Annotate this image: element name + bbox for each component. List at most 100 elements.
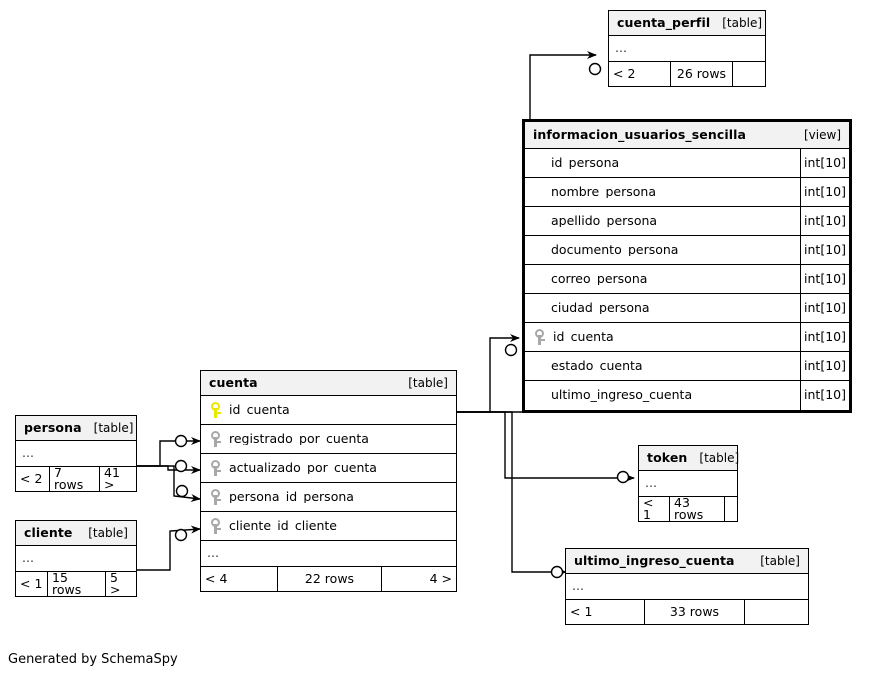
foreign-key-icon	[209, 431, 223, 447]
entity-header: cliente [table]	[16, 521, 136, 546]
entity-footer: < 1 15 rows 5 >	[16, 569, 136, 597]
column-type: int[10]	[800, 149, 849, 177]
column-row[interactable]: persona_id_persona	[201, 483, 456, 512]
primary-key-icon	[209, 402, 223, 418]
column-row[interactable]: correo_persona int[10]	[525, 265, 849, 294]
footer-parents: < 4	[201, 567, 278, 591]
foreign-key-icon	[533, 329, 547, 345]
connector-persona-to-persona-id	[137, 465, 201, 502]
connector-cliente-to-cliente-id	[137, 525, 201, 571]
connector-cuenta-to-ultimo-ingreso	[457, 411, 567, 576]
entity-cuenta[interactable]: cuenta [table] id_cuenta registrado_por_…	[200, 370, 457, 592]
column-name: id_cuenta	[229, 403, 290, 417]
footer-rowcount: 33 rows	[645, 600, 745, 624]
entity-informacion-usuarios-sencilla[interactable]: informacion_usuarios_sencilla [view] id_…	[522, 119, 852, 413]
footer-children: 5 >	[110, 569, 121, 597]
columns-collapsed-indicator[interactable]: ...	[639, 471, 737, 497]
entity-persona[interactable]: persona [table] ... < 2 7 rows 41 >	[15, 415, 137, 492]
footer-children: 41 >	[104, 464, 120, 492]
footer-parents: < 2	[609, 62, 671, 86]
column-row[interactable]: nombre_persona int[10]	[525, 178, 849, 207]
columns-collapsed-indicator[interactable]: ...	[566, 574, 808, 600]
connector-cuenta-to-token	[457, 411, 635, 482]
generated-by-credit: Generated by SchemaSpy	[8, 652, 178, 667]
entity-name: cuenta_perfil	[617, 14, 711, 30]
footer-rowcount: 15 rows	[48, 571, 106, 596]
entity-header: persona [table]	[16, 416, 136, 441]
column-name: nombre_persona	[551, 185, 656, 199]
column-row[interactable]: id_cuenta	[201, 396, 456, 425]
entity-type: [table]	[88, 526, 128, 540]
entity-cuenta-perfil[interactable]: cuenta_perfil [table] ... < 2 26 rows	[608, 10, 766, 87]
column-row[interactable]: apellido_persona int[10]	[525, 207, 849, 236]
column-name: correo_persona	[551, 272, 648, 286]
columns-collapsed-indicator[interactable]: ...	[16, 546, 136, 572]
columns-collapsed-indicator[interactable]: ...	[16, 441, 136, 467]
entity-header: informacion_usuarios_sencilla [view]	[525, 122, 849, 149]
column-row[interactable]: actualizado_por_cuenta	[201, 454, 456, 483]
footer-rowcount: 26 rows	[671, 62, 733, 86]
columns-collapsed-indicator[interactable]: ...	[201, 541, 456, 567]
column-row[interactable]: id_cuenta int[10]	[525, 323, 849, 352]
connector-persona-to-registrado-por	[137, 437, 201, 467]
entity-name: persona	[24, 419, 82, 435]
entity-type: [table]	[408, 376, 448, 390]
column-row[interactable]: estado_cuenta int[10]	[525, 352, 849, 381]
column-name: estado_cuenta	[551, 359, 643, 373]
entity-footer: < 4 22 rows 4 >	[201, 567, 456, 591]
cardinality-zero-markers	[174, 62, 630, 579]
column-row[interactable]: cliente_id_cliente	[201, 512, 456, 541]
entity-ultimo-ingreso-cuenta[interactable]: ultimo_ingreso_cuenta [table] ... < 1 33…	[565, 548, 809, 625]
column-name: apellido_persona	[551, 214, 658, 228]
column-name: ciudad_persona	[551, 301, 650, 315]
entity-cliente[interactable]: cliente [table] ... < 1 15 rows 5 >	[15, 520, 137, 597]
footer-parents: < 1	[566, 600, 645, 624]
footer-children	[733, 62, 765, 86]
foreign-key-icon	[209, 489, 223, 505]
entity-name: token	[647, 449, 688, 465]
entity-footer: < 2 7 rows 41 >	[16, 464, 136, 492]
entity-name: informacion_usuarios_sencilla	[533, 126, 747, 142]
column-type: int[10]	[800, 294, 849, 322]
column-row[interactable]: registrado_por_cuenta	[201, 425, 456, 454]
column-row[interactable]: ciudad_persona int[10]	[525, 294, 849, 323]
footer-rowcount: 7 rows	[50, 466, 100, 491]
column-name: id_persona	[551, 156, 620, 170]
footer-children	[725, 497, 737, 521]
column-name: ultimo_ingreso_cuenta	[551, 389, 693, 402]
entity-type: [table]	[760, 554, 800, 568]
columns-collapsed-indicator[interactable]: ...	[609, 36, 765, 62]
column-type: int[10]	[800, 265, 849, 293]
footer-rowcount: 22 rows	[278, 567, 382, 591]
column-name: cliente_id_cliente	[229, 519, 337, 533]
column-row[interactable]: ultimo_ingreso_cuenta int[10]	[525, 381, 849, 410]
entity-name: cuenta	[209, 374, 258, 390]
footer-rowcount: 43 rows	[670, 496, 725, 521]
entity-type: [table]	[699, 451, 740, 465]
entity-header: ultimo_ingreso_cuenta [table]	[566, 549, 808, 574]
column-name: documento_persona	[551, 243, 679, 257]
column-name: actualizado_por_cuenta	[229, 461, 377, 475]
column-type: int[10]	[800, 323, 849, 351]
column-type: int[10]	[800, 178, 849, 206]
entity-token[interactable]: token [table] ... < 1 43 rows	[638, 445, 740, 522]
column-type: int[10]	[800, 381, 849, 410]
entity-name: ultimo_ingreso_cuenta	[574, 552, 735, 568]
column-type: int[10]	[800, 207, 849, 235]
column-row[interactable]: id_persona int[10]	[525, 149, 849, 178]
entity-type: [table]	[722, 16, 763, 30]
footer-parents: < 1	[16, 572, 48, 596]
entity-type: [table]	[93, 421, 134, 435]
foreign-key-icon	[209, 460, 223, 476]
entity-header: cuenta_perfil [table]	[609, 11, 765, 36]
column-row[interactable]: documento_persona int[10]	[525, 236, 849, 265]
footer-children	[745, 600, 808, 624]
entity-footer: < 2 26 rows	[609, 62, 765, 86]
footer-parents: < 2	[16, 467, 50, 491]
column-name: persona_id_persona	[229, 490, 354, 504]
entity-footer: < 1 43 rows	[639, 496, 737, 521]
entity-type: [view]	[804, 128, 841, 142]
foreign-key-icon	[209, 518, 223, 534]
